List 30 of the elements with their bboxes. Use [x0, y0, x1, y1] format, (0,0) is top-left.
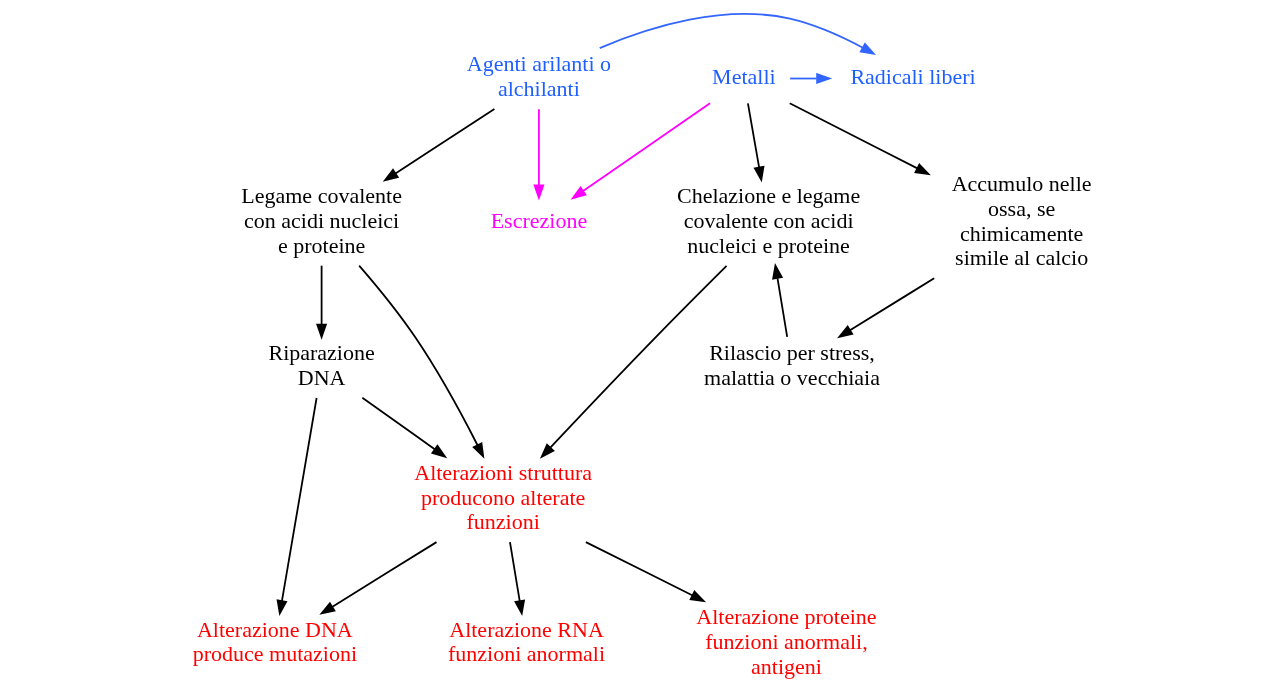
- arrow: [598, 13, 876, 56]
- arrow: [382, 108, 495, 182]
- arrow: [788, 102, 931, 176]
- node-text: Metalli: [711, 63, 776, 89]
- node-text: Rilascio per stress, malattia o vecchiaia: [703, 340, 880, 390]
- arrow: [539, 264, 727, 459]
- arrow: [360, 396, 447, 459]
- node-text: Agenti arilanti o alchilanti: [466, 51, 611, 102]
- arrow: [276, 397, 317, 617]
- arrow: [584, 541, 706, 603]
- node-text: Escrezione: [490, 208, 587, 234]
- node-text: Alterazione RNA funzioni anormali: [447, 616, 605, 667]
- node-text: Accumulo nelle ossa, se chimicamente simile al calcio: [951, 171, 1092, 271]
- arrow: [532, 108, 544, 201]
- arrow: [570, 102, 711, 200]
- node-text: Alterazione DNA produce mutazioni: [192, 616, 357, 667]
- arrow: [508, 541, 525, 617]
- node-text: Alterazione proteine funzioni anormali, antigeni: [695, 604, 877, 679]
- node-text: Legame covalente con acidi nucleici e proteine: [240, 183, 402, 258]
- node-text: Radicali liberi: [849, 63, 976, 89]
- node-text: Riparazione DNA: [267, 340, 375, 390]
- arrow: [318, 541, 437, 615]
- arrow: [771, 263, 788, 338]
- arrow: [746, 102, 765, 183]
- arrow: [357, 264, 484, 459]
- node-text: Alterazioni struttura producono alterate funzioni: [413, 459, 592, 535]
- node-text: Chelazione e legame covalente con acidi nucleici e proteine: [676, 183, 860, 258]
- arrow: [836, 277, 935, 339]
- arrow: [788, 72, 832, 85]
- arrow: [315, 264, 327, 340]
